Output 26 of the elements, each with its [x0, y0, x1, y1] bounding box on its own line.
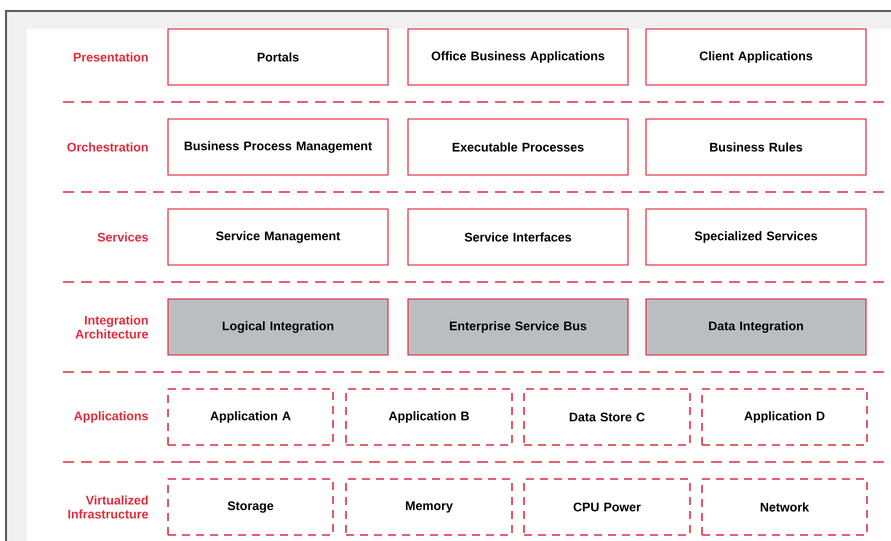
layer-label: Presentation [74, 52, 148, 62]
resource-box: Application A [167, 388, 334, 446]
resource-box: CPU Power [523, 478, 691, 536]
layer-label: Orchestration [67, 142, 148, 152]
resource-box: Data Store C [523, 388, 691, 446]
layer-box: Service Interfaces [407, 208, 629, 266]
layer-box: Service Management [167, 208, 389, 266]
resource-box: Memory [345, 478, 513, 536]
resource-box: Application B [345, 388, 513, 446]
layer-label: Virtualized Infrastructure [68, 495, 148, 519]
layer-box: Specialized Services [645, 208, 867, 266]
layer-box: Business Process Management [167, 118, 389, 176]
integration-box: Enterprise Service Bus [407, 298, 629, 356]
resource-box: Network [701, 478, 868, 536]
integration-box: Data Integration [645, 298, 867, 356]
resource-box: Storage [167, 478, 334, 536]
layer-label: Services [98, 232, 148, 242]
layer-label: Applications [74, 411, 148, 423]
resource-box: Application D [701, 388, 868, 446]
layer-box: Business Rules [645, 118, 867, 176]
layer-box: Portals [167, 28, 389, 86]
layer-box: Office Business Applications [407, 28, 629, 86]
layer-box: Client Applications [645, 28, 867, 86]
layer-label: Integration Architecture [75, 315, 148, 339]
integration-box: Logical Integration [167, 298, 389, 356]
layer-box: Executable Processes [407, 118, 629, 176]
